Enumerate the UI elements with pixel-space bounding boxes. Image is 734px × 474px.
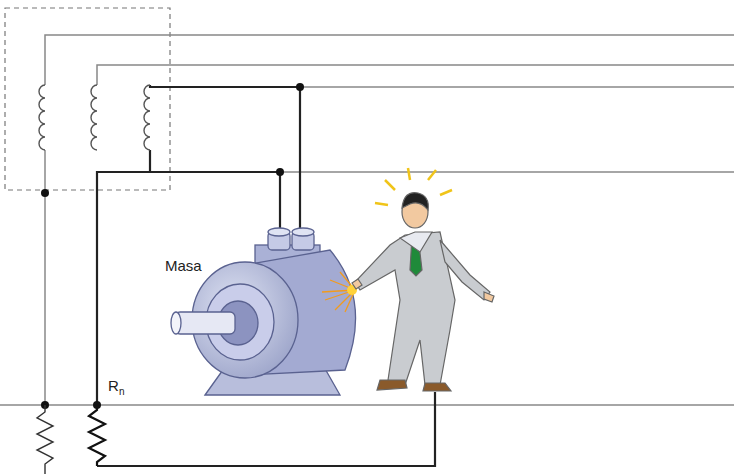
coil bbox=[39, 85, 45, 150]
supply-lines bbox=[0, 35, 734, 405]
motor bbox=[171, 228, 356, 395]
sparks bbox=[322, 272, 357, 312]
resistor-label: R bbox=[108, 378, 119, 393]
resistor-symbol bbox=[37, 405, 53, 474]
transformer-coils bbox=[39, 85, 150, 150]
resistor-subscript: n bbox=[119, 387, 125, 397]
component-label: Masa bbox=[165, 258, 202, 273]
coil bbox=[91, 85, 97, 150]
coil bbox=[144, 85, 150, 150]
resistor-symbol bbox=[89, 405, 105, 466]
person bbox=[352, 168, 494, 391]
